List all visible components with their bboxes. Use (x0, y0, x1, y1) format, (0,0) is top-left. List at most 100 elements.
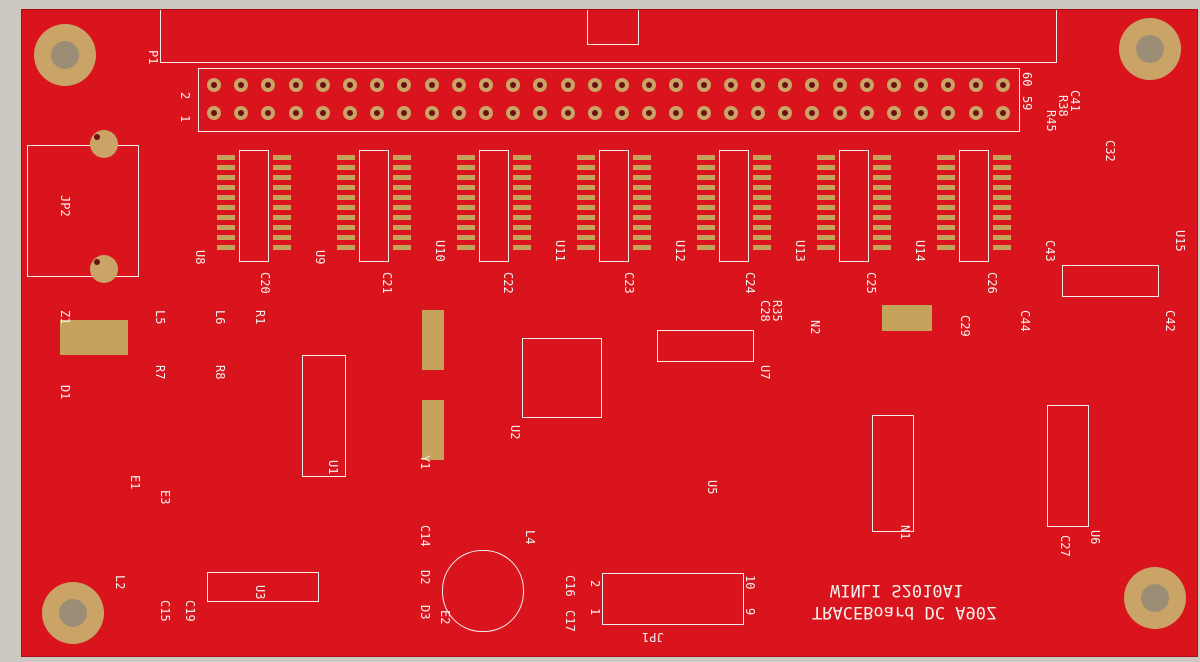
label-c27: C27 (1058, 535, 1072, 557)
header-pin (751, 106, 765, 120)
label-c14: C14 (418, 525, 432, 547)
label-u12: U12 (673, 240, 687, 262)
chip-pad (697, 165, 715, 170)
chip-pad (937, 195, 955, 200)
chip-pad (817, 175, 835, 180)
chip-pad (633, 225, 651, 230)
header-pin (479, 78, 493, 92)
label-d3: D3 (418, 605, 432, 620)
label-l4: L4 (523, 530, 537, 545)
label-c44: C44 (1018, 310, 1032, 332)
chip-pad (337, 245, 355, 250)
chip-pad (873, 235, 891, 240)
chip-pad (937, 155, 955, 160)
chip-pad (753, 175, 771, 180)
header-pin (615, 106, 629, 120)
chip-pad (513, 215, 531, 220)
header-pin (995, 106, 1010, 120)
label-c19: C19 (183, 600, 197, 622)
label-u15: U15 (1173, 230, 1187, 252)
header-pin (560, 78, 575, 92)
label-e2: E2 (438, 610, 452, 625)
label-u13: U13 (793, 240, 807, 262)
label-n1: N1 (898, 525, 912, 540)
chip-pad (577, 155, 595, 160)
chip-pad (697, 215, 715, 220)
chip-pad (273, 185, 291, 190)
label-c24: C24 (743, 272, 757, 294)
header-pin (805, 78, 820, 92)
header-pin (451, 78, 466, 92)
chip-pad (993, 235, 1011, 240)
header-pin (887, 106, 901, 120)
label-u3: U3 (253, 585, 267, 600)
header-pin (914, 78, 929, 92)
label-r8: R8 (213, 365, 227, 380)
header-pin (451, 106, 466, 120)
label-d2: D2 (418, 570, 432, 585)
u6-outline (1047, 405, 1089, 527)
label-n2: N2 (808, 320, 822, 335)
chip-pad (217, 245, 235, 250)
header-pin (669, 106, 684, 120)
header-pin (587, 78, 602, 92)
label-u9: U9 (313, 250, 327, 265)
chip-pad (577, 235, 595, 240)
header-pin (941, 78, 956, 92)
chip-pad (337, 205, 355, 210)
jp2-pad (90, 255, 118, 283)
chip-pad (217, 175, 235, 180)
chip-outline (719, 150, 749, 262)
chip-pad (633, 155, 651, 160)
header-pin (424, 106, 439, 120)
label-r7: R7 (153, 365, 167, 380)
chip-pad (633, 235, 651, 240)
label-c29: C29 (958, 315, 972, 337)
header-pin (234, 78, 249, 92)
chip-pad (753, 155, 771, 160)
chip-pad (753, 215, 771, 220)
header-pin (207, 106, 221, 120)
chip-pad (217, 225, 235, 230)
label-u14: U14 (913, 240, 927, 262)
chip-pad (993, 175, 1011, 180)
label-pin59: 59 (1020, 96, 1034, 111)
chip-pad (993, 245, 1011, 250)
label-l6: L6 (213, 310, 227, 325)
chip-pad (513, 245, 531, 250)
chip-pad (753, 185, 771, 190)
chip-pad (753, 245, 771, 250)
jp2-outline (27, 145, 139, 277)
c29-pad (882, 305, 932, 331)
chip-pad (937, 185, 955, 190)
chip-pad (393, 225, 411, 230)
header-pin (669, 78, 684, 92)
header-pin (288, 106, 303, 120)
chip-pad (993, 185, 1011, 190)
label-jp1: JP1 (642, 630, 664, 644)
label-l5: L5 (153, 310, 167, 325)
label-u7: U7 (758, 365, 772, 380)
chip-pad (577, 185, 595, 190)
chip-pad (753, 225, 771, 230)
chip-pad (457, 175, 475, 180)
header-pin (343, 106, 357, 120)
label-e1: E1 (128, 475, 142, 490)
header-pin (968, 106, 983, 120)
header-pin (234, 106, 249, 120)
chip-pad (753, 195, 771, 200)
mounting-hole (1119, 18, 1181, 80)
label-u2: U2 (508, 425, 522, 440)
chip-pad (337, 235, 355, 240)
chip-pad (273, 225, 291, 230)
label-u6: U6 (1088, 530, 1102, 545)
u1-outline (302, 355, 346, 477)
chip-pad (217, 205, 235, 210)
y1-pad (422, 310, 444, 370)
chip-pad (273, 215, 291, 220)
header-pin (207, 78, 221, 92)
chip-pad (513, 235, 531, 240)
label-p1: P1 (146, 50, 160, 65)
chip-pad (457, 185, 475, 190)
chip-pad (873, 155, 891, 160)
